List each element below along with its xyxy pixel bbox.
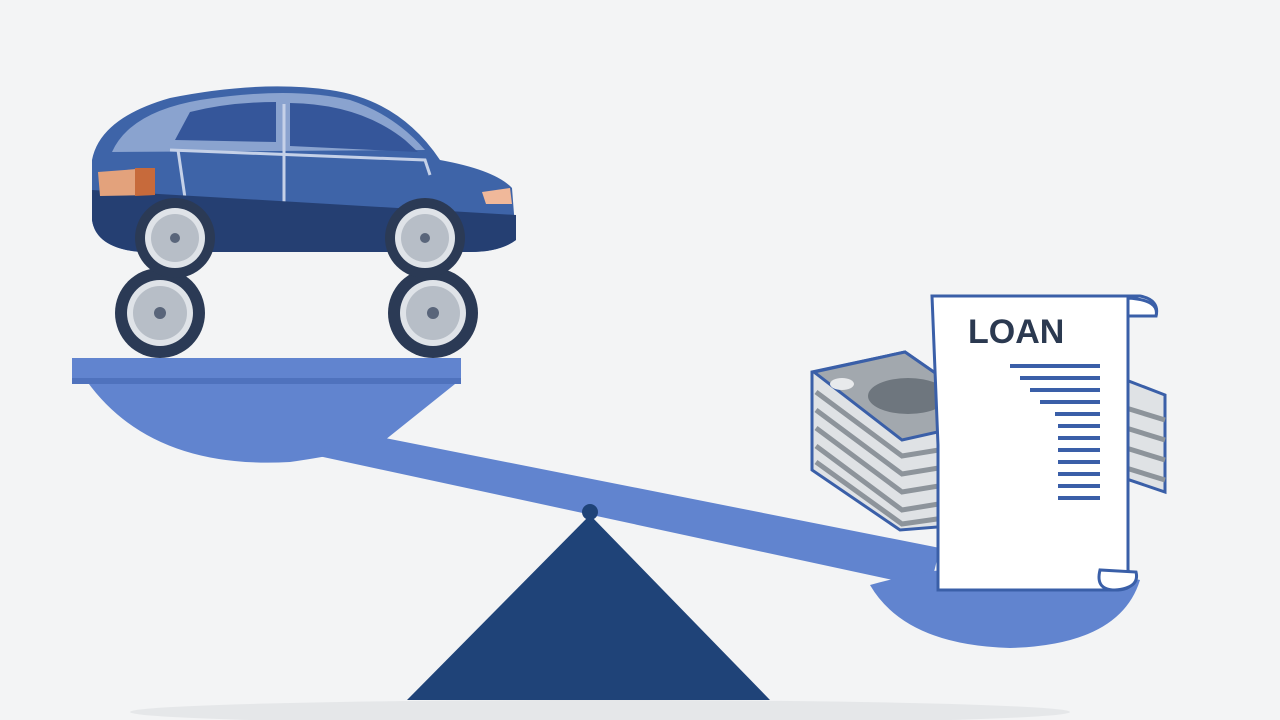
lower-right-wheel (388, 268, 478, 358)
left-pan-plate (72, 358, 461, 380)
loan-text-lines (1010, 364, 1100, 500)
car-head-light (482, 188, 512, 204)
fulcrum (407, 515, 770, 700)
upper-right-wheel (385, 198, 465, 278)
car-window-rear (175, 102, 276, 142)
car-icon (92, 86, 516, 358)
upper-left-wheel (135, 198, 215, 278)
car-window-front (290, 103, 418, 152)
ground-shadow (130, 700, 1070, 720)
lower-left-wheel (115, 268, 205, 358)
scale-beam (300, 438, 940, 588)
loan-document-icon: LOAN (930, 294, 1159, 592)
loan-title: LOAN (968, 313, 1064, 351)
